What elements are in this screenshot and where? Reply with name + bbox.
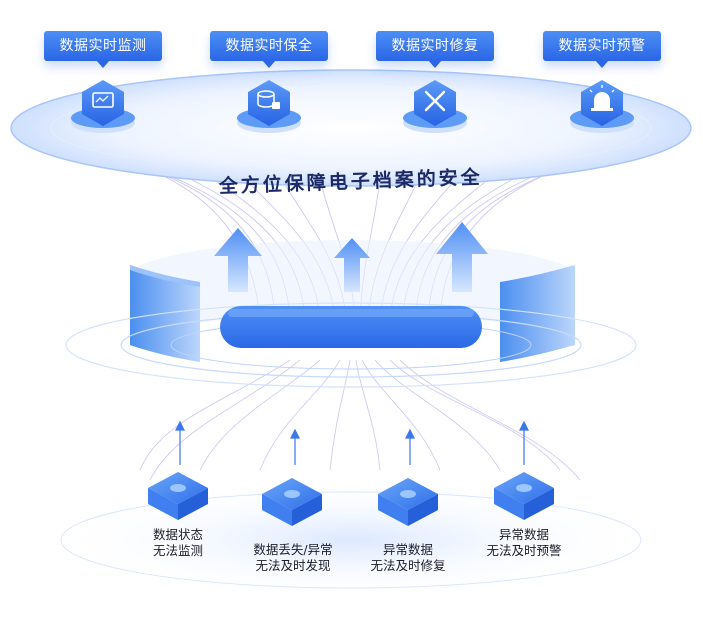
platform-icon-monitor (71, 80, 135, 133)
top-platform (10, 69, 692, 187)
bottom-label-4: 异常数据 无法及时预警 (459, 527, 589, 559)
up-arrow-center (334, 238, 370, 292)
ground-ring (60, 491, 642, 589)
cube-3 (378, 478, 438, 526)
shield-wall-left-top (130, 265, 200, 287)
platform-icon-alarm (570, 80, 634, 133)
up-arrow-left (214, 228, 262, 292)
tag-repair: 数据实时修复 (376, 31, 500, 68)
platform-icon-tools (403, 80, 467, 133)
core-ring-outer (65, 302, 637, 388)
tag-preserve-label: 数据实时保全 (225, 38, 313, 54)
bottom-label-1-line2: 无法监测 (152, 543, 203, 558)
tag-preserve: 数据实时保全 (210, 31, 334, 68)
bottom-label-4-line1: 异常数据 (498, 527, 549, 542)
tag-monitor-label: 数据实时监测 (59, 38, 147, 54)
platform-icon-database (237, 80, 301, 133)
bottom-label-3-line2: 无法及时修复 (370, 558, 446, 573)
up-arrow-right (436, 222, 488, 292)
bottom-label-2-line2: 无法及时发现 (255, 558, 331, 573)
bottom-label-1-line1: 数据状态 (152, 527, 203, 542)
bottom-label-2-line1: 数据丢失/异常 (253, 542, 333, 557)
core-bar-highlight (228, 309, 474, 317)
cube-2 (262, 478, 322, 526)
cube-1 (148, 472, 208, 520)
tag-alert-label: 数据实时预警 (558, 38, 646, 54)
tag-monitor: 数据实时监测 (44, 31, 168, 68)
top-platform-inner (50, 83, 652, 173)
bottom-label-3-line1: 异常数据 (382, 542, 433, 557)
bottom-label-1: 数据状态 无法监测 (113, 527, 243, 559)
bottom-label-4-line2: 无法及时预警 (486, 543, 562, 558)
tag-repair-label: 数据实时修复 (391, 38, 479, 54)
small-arrows (175, 420, 529, 465)
tag-alert: 数据实时预警 (543, 31, 667, 68)
cube-4 (494, 472, 554, 520)
lower-flow-lines (139, 359, 581, 481)
bottom-label-2: 数据丢失/异常 无法及时发现 (228, 542, 358, 574)
bottom-label-3: 异常数据 无法及时修复 (343, 542, 473, 574)
